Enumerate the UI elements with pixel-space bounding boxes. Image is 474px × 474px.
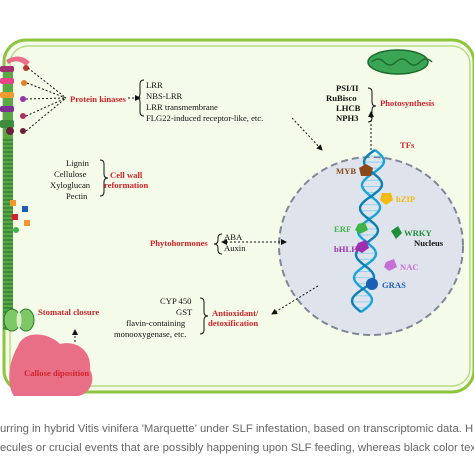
membrane-receptors xyxy=(0,56,30,135)
kinase-item-lrr-transmembrane: LRR transmembrane xyxy=(146,102,218,112)
caption-line-1: urring in hybrid Vitis vinifera 'Marquet… xyxy=(0,423,474,435)
cell-wall-item-lignin: Lignin xyxy=(66,158,89,168)
photosynthesis-title: Photosynthesis xyxy=(380,98,435,108)
photosynthesis-item-nph3: NPH3 xyxy=(336,113,359,123)
bzip-marker xyxy=(380,193,393,205)
hormone-item-aba: ABA xyxy=(224,232,243,242)
antioxidant-title-line1: Antioxidant/ xyxy=(212,308,259,318)
kinase-item-lrr: LRR xyxy=(146,80,163,90)
cell-wall-item-xyloglucan: Xyloglucan xyxy=(50,180,91,190)
phytohormones-title: Phytohormones xyxy=(150,238,208,248)
bracket-lines xyxy=(99,79,377,335)
tf-label-bhlh: bHLH xyxy=(334,244,358,254)
callose-deposit-shape xyxy=(9,334,93,396)
tf-markers xyxy=(355,164,402,290)
bhlh-marker xyxy=(355,240,369,253)
antioxidant-item-flavin: flavin-containing xyxy=(126,318,186,328)
antioxidant-title-line2: detoxification xyxy=(208,318,259,328)
tf-label-wrky: WRKY xyxy=(404,228,432,238)
callose-deposition-title: Callose diposition xyxy=(24,368,90,378)
cell-wall-title-line2: reformation xyxy=(104,180,149,190)
tf-label-gras: GRAS xyxy=(382,280,406,290)
cell-wall-title-line1: Cell wall xyxy=(110,170,143,180)
erf-marker xyxy=(355,222,368,234)
tf-label-myb: MYB xyxy=(336,166,357,176)
kinase-to-nucleus-arrow xyxy=(291,117,323,151)
signal-molecules xyxy=(10,200,30,233)
receptor-dots xyxy=(20,65,29,134)
myb-marker xyxy=(359,164,373,176)
tfs-title: TFs xyxy=(400,140,415,150)
nucleus-label: Nucleus xyxy=(414,238,444,248)
kinase-item-nbs-lrr: NBS-LRR xyxy=(146,91,183,101)
chloroplast-icon xyxy=(367,49,433,75)
protein-kinases-title: Protein kinases xyxy=(70,94,126,104)
antioxidant-item-gst: GST xyxy=(176,307,193,317)
nac-marker xyxy=(384,259,397,271)
photosynthesis-item-rubisco: RuBisco xyxy=(326,93,357,103)
tf-label-erf: ERF xyxy=(334,224,352,234)
photosynthesis-item-lhcb: LHCB xyxy=(336,103,361,113)
hormone-item-auxin: Auxin xyxy=(224,243,246,253)
kinase-connectors xyxy=(25,67,67,132)
tf-label-nac: NAC xyxy=(400,262,419,272)
nucleus-to-antioxidant-arrow xyxy=(271,285,319,315)
gras-marker xyxy=(366,278,378,290)
cell-wall-item-cellulose: Cellulose xyxy=(54,169,87,179)
plasma-membrane xyxy=(3,68,13,330)
antioxidant-item-cyp450: CYP 450 xyxy=(160,296,192,306)
stomata-icon xyxy=(3,308,35,332)
kinase-item-flg22: FLG22-induced receptor-like, etc. xyxy=(146,113,264,123)
caption-line-2: ecules or crucial events that are possib… xyxy=(0,442,474,454)
stomatal-closure-title: Stomatal closure xyxy=(38,307,100,317)
tf-label-bzip: bZIP xyxy=(396,194,416,204)
photosynthesis-item-psi: PSI/II xyxy=(336,83,359,93)
wrky-marker xyxy=(391,226,402,239)
cell-wall-item-pectin: Pectin xyxy=(66,191,88,201)
antioxidant-item-monooxygenase: monooxygenase, etc. xyxy=(114,329,187,339)
